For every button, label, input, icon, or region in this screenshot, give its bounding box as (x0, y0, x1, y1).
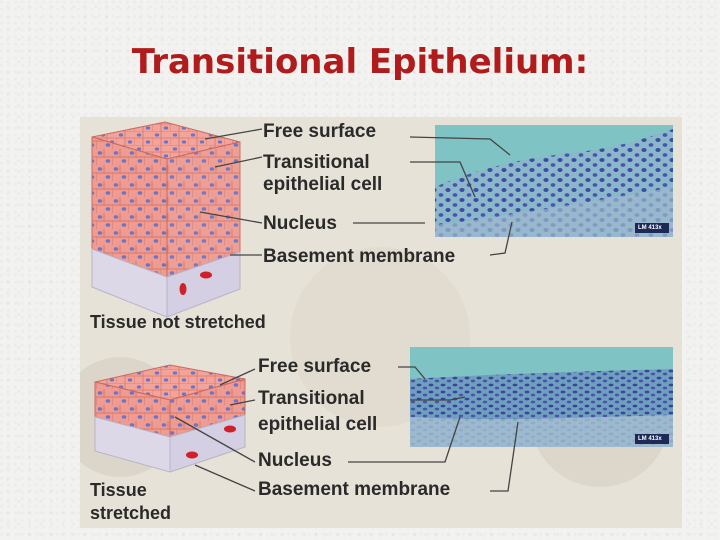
bottom-label-cell-line1: Transitional (258, 388, 365, 409)
bottom-caption-line1: Tissue (90, 480, 147, 500)
top-label-cell-line1: Transitional (263, 152, 370, 173)
bottom-tissue-block (94, 364, 246, 473)
bottom-label-basement-membrane: Basement membrane (258, 479, 451, 500)
top-micrograph (435, 125, 673, 237)
top-label-cell-line2: epithelial cell (263, 174, 383, 195)
bottom-label-cell-line2: epithelial cell (258, 414, 378, 435)
top-label-basement-membrane: Basement membrane (263, 246, 456, 267)
bottom-label-nucleus: Nucleus (258, 450, 332, 471)
bottom-magnification: LM 413x (638, 436, 662, 442)
bottom-micrograph (410, 347, 673, 447)
bottom-leader-lines (174, 366, 519, 492)
top-magnification: LM 413x (638, 225, 662, 231)
top-label-free-surface: Free surface (263, 121, 377, 142)
bottom-label-free-surface: Free surface (258, 356, 372, 377)
slide-title: Transitional Epithelium: (131, 42, 589, 82)
bottom-caption-line2: stretched (90, 503, 172, 523)
top-tissue-block (91, 121, 241, 318)
top-label-nucleus: Nucleus (263, 213, 337, 234)
top-leader-lines (199, 128, 513, 256)
top-caption: Tissue not stretched (90, 312, 266, 332)
figure-artwork (80, 117, 682, 528)
figure-panel: Free surface Transitional epithelial cel… (80, 117, 682, 528)
